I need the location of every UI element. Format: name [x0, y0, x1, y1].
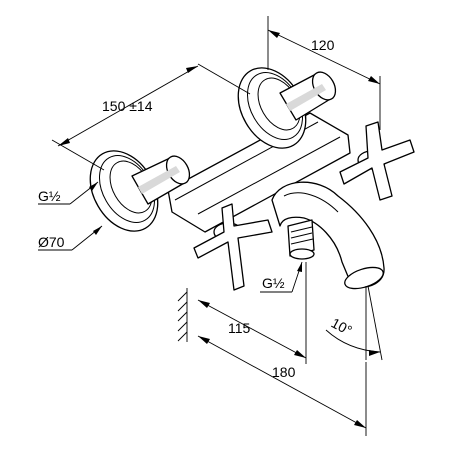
label-thread-outlet: G½	[262, 275, 285, 291]
dimension-angle: 10°	[325, 285, 383, 361]
label-rosette-diameter: Ø70	[38, 234, 65, 250]
label-depth-115: 115	[228, 320, 251, 336]
thread-left-callout: G½	[38, 181, 99, 205]
thread-outlet-callout: G½	[260, 261, 303, 293]
label-thread-left: G½	[38, 188, 61, 204]
label-depth-180: 180	[272, 364, 296, 380]
cross-handle-icon	[339, 121, 415, 201]
label-width-120: 120	[311, 37, 335, 53]
label-width-150: 150 ±14	[102, 98, 153, 114]
dimension-180: 180	[197, 335, 367, 436]
dimension-115: 115	[197, 262, 307, 364]
rosette-left	[89, 150, 191, 232]
dimension-150: 150 ±14	[51, 63, 251, 171]
cross-handle-icon	[193, 203, 273, 291]
outlet-connector	[287, 219, 315, 260]
rosette-right	[237, 67, 337, 149]
dimension-120: 120	[267, 16, 381, 130]
wall-hatch-icon	[177, 288, 188, 342]
spout	[271, 181, 385, 290]
diameter-callout: Ø70	[38, 225, 103, 251]
